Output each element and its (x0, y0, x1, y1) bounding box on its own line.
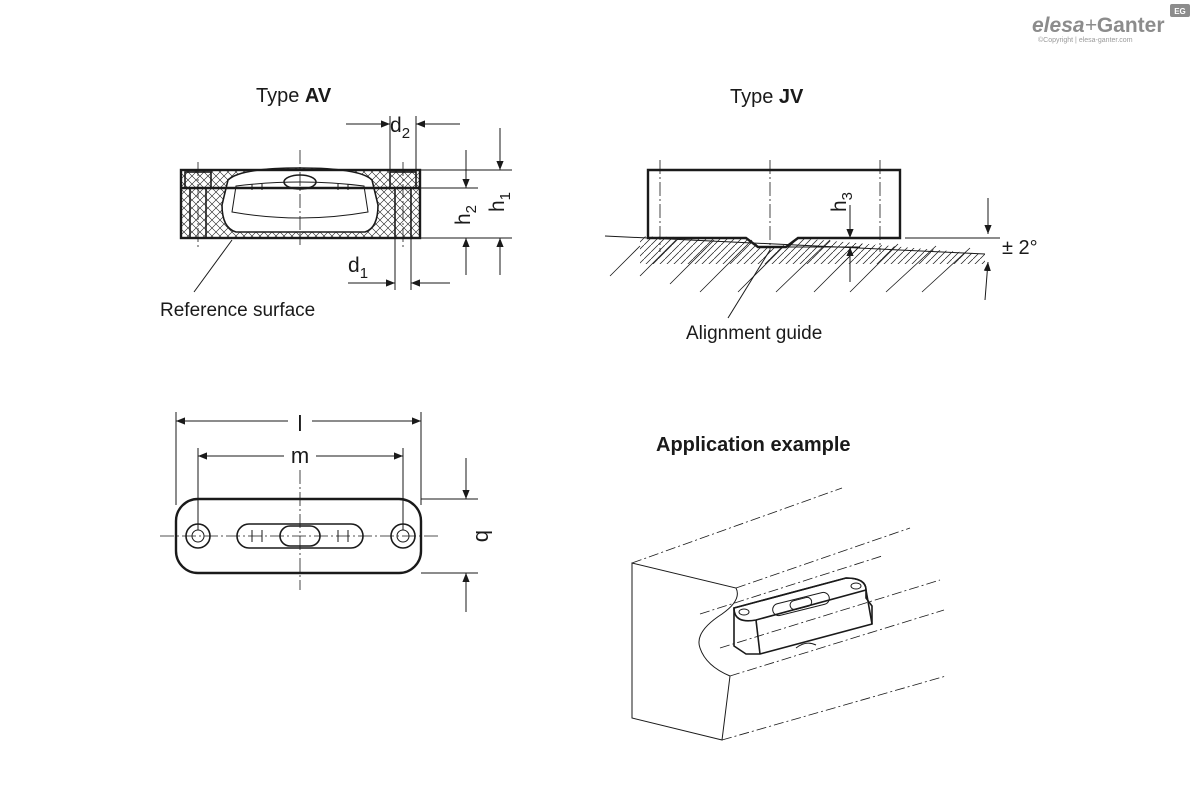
logo-plus: + (1085, 14, 1097, 37)
logo-badge: EG (1174, 7, 1186, 16)
dim-l: l (298, 411, 303, 436)
dim-m: m (291, 443, 309, 468)
beam-end-outline (631, 562, 738, 741)
dim-b: b (471, 530, 496, 542)
dim-d2: d2 (390, 114, 410, 142)
type-av-view: Type AV d2 d1 (160, 85, 514, 321)
type-jv-title: Type JV (730, 86, 804, 108)
logo-brand-b: Ganter (1097, 14, 1165, 37)
av-body-outline (179, 168, 422, 240)
dim-h1: h1 (486, 192, 514, 212)
svg-text:elesa+Ganter: elesa+Ganter (1032, 14, 1165, 37)
dim-d1: d1 (348, 254, 368, 282)
dim-h2: h2 (452, 205, 480, 225)
logo-copyright: ©Copyright | elesa-ganter.com (1038, 36, 1133, 44)
jv-body-outline (646, 168, 902, 249)
type-jv-view: Type JV h3 ± 2° Alignment guide (596, 86, 1038, 344)
tilt-label: ± 2° (1002, 237, 1038, 259)
dim-h3: h3 (828, 192, 856, 212)
av-body-hatch (181, 168, 420, 238)
application-example: Application example (631, 434, 947, 741)
reference-surface-label: Reference surface (160, 300, 315, 321)
elesa-ganter-logo: elesa+Ganter EG ©Copyright | elesa-gante… (1032, 4, 1190, 44)
top-view: l m b (160, 404, 496, 612)
alignment-guide-label: Alignment guide (686, 323, 822, 344)
logo-brand-a: elesa (1032, 14, 1085, 37)
application-example-title: Application example (656, 434, 851, 456)
logo-badge-box (1170, 4, 1190, 17)
type-av-title: Type AV (256, 85, 332, 107)
